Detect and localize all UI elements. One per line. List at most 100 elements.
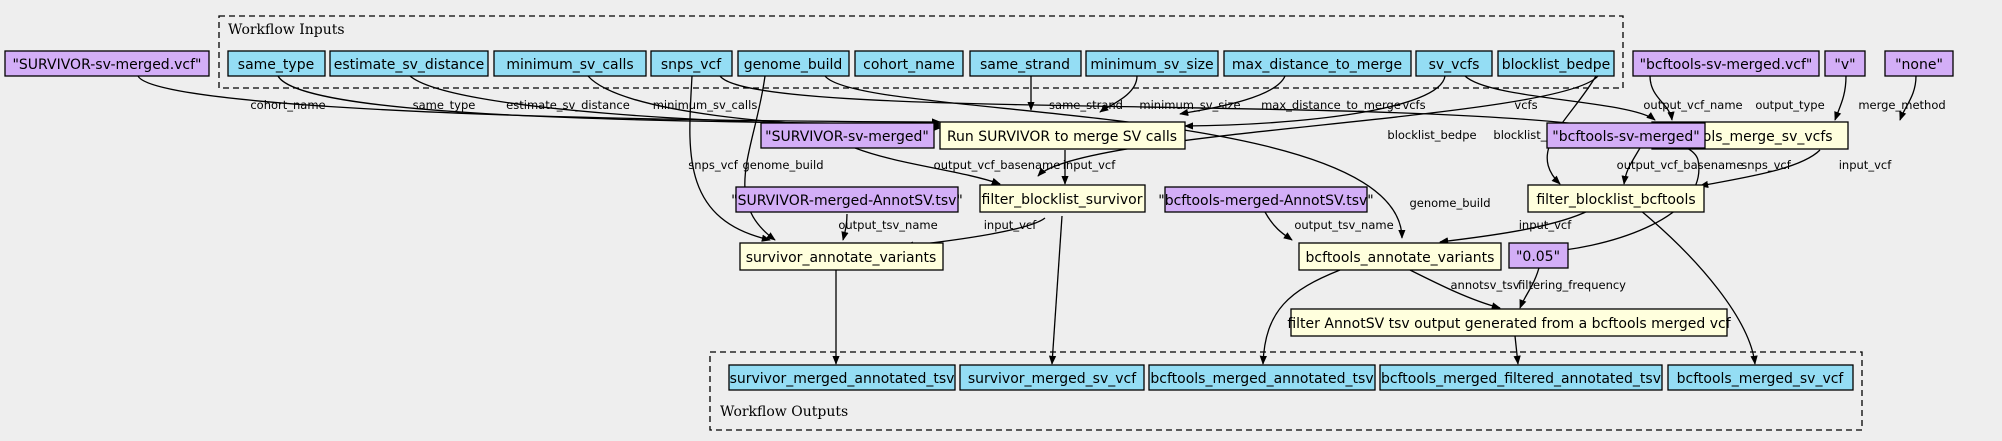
edge-vcfs-bcftools: [1464, 75, 1656, 121]
edge-bcftools-tsv-out: [1259, 269, 1341, 365]
node-output-bcftools-filtered-tsv[interactable]: bcftools_merged_filtered_annotated_tsv: [1379, 364, 1663, 391]
node-input-same-type[interactable]: same_type: [227, 50, 326, 77]
edge-output-tsv-name-bcftools: [1264, 211, 1293, 241]
node-label: filter AnnotSV tsv output generated from…: [1287, 316, 1731, 332]
node-label: same_type: [238, 57, 314, 73]
node-input-blocklist-bedpe[interactable]: blocklist_bedpe: [1497, 50, 1615, 77]
edge-label-input-vcf-annotate-survivor: input_vcf: [984, 218, 1037, 232]
edge-label-blocklist-survivor: blocklist_bedpe: [1387, 128, 1476, 142]
edge-labels: cohort_name same_type estimate_sv_distan…: [250, 98, 1945, 292]
edge-survivor-vcf-out: [1048, 215, 1063, 365]
edge-label-input-vcf-bcftools: input_vcf: [1839, 158, 1892, 172]
edge-minimum-sv-size: [1099, 75, 1138, 113]
edge-label-input-vcf-annotate-bcftools: input_vcf: [1519, 218, 1572, 232]
node-label: filter_blocklist_survivor: [982, 192, 1143, 208]
node-input-max-distance-to-merge[interactable]: max_distance_to_merge: [1223, 50, 1412, 77]
node-label: "SURVIVOR-sv-merged.vcf": [12, 57, 201, 73]
edge-label-output-vcf-name: output_vcf_name: [1643, 98, 1742, 112]
node-label: Run SURVIVOR to merge SV calls: [947, 129, 1177, 145]
edge-bcftools-vcf-out: [1639, 209, 1758, 365]
edge-label-minimum-sv-calls: minimum_sv_calls: [653, 98, 758, 112]
node-input-cohort-name[interactable]: cohort_name: [854, 50, 964, 77]
node-label: bcftools_merged_annotated_tsv: [1150, 371, 1373, 387]
node-label: minimum_sv_calls: [506, 57, 633, 73]
node-step-filter-blocklist-survivor[interactable]: filter_blocklist_survivor: [979, 184, 1146, 213]
node-label: survivor_merged_sv_vcf: [968, 371, 1137, 387]
edge-label-input-vcf-survivor: input_vcf: [1063, 158, 1116, 172]
edge-label-vcfs-bcftools: vcfs: [1514, 98, 1537, 112]
node-constant-bcftools-tsv[interactable]: "bcftools-merged-AnnotSV.tsv": [1158, 186, 1374, 213]
edge-max-distance: [1179, 75, 1286, 116]
edge-annotsv-tsv: [1409, 269, 1501, 310]
edge-merge-method: [1899, 75, 1917, 121]
edge-input-vcf-bcftools: [1699, 149, 1821, 188]
node-label: cohort_name: [863, 57, 955, 73]
edge-vcfs-survivor: [1184, 75, 1446, 130]
edge-genome-build-survivor: [744, 75, 776, 241]
node-constant-bcftools-basename[interactable]: "bcftools-sv-merged": [1546, 122, 1706, 149]
node-output-survivor-sv-vcf[interactable]: survivor_merged_sv_vcf: [959, 364, 1145, 391]
edge-label-output-vcf-basename-survivor: output_vcf_basename: [934, 158, 1061, 172]
node-label: "bcftools-merged-AnnotSV.tsv": [1158, 193, 1373, 209]
edge-label-genome-build-survivor: genome_build: [742, 158, 823, 172]
edge-label-genome-build-bcftools: genome_build: [1409, 196, 1490, 210]
edge-label-cohort-name: cohort_name: [250, 98, 325, 112]
edge-label-output-tsv-name-survivor: output_tsv_name: [838, 218, 937, 232]
node-step-run-survivor[interactable]: Run SURVIVOR to merge SV calls: [939, 121, 1186, 150]
node-label: blocklist_bedpe: [1502, 57, 1611, 73]
node-output-bcftools-annotated-tsv[interactable]: bcftools_merged_annotated_tsv: [1148, 364, 1376, 391]
node-label: genome_build: [744, 57, 843, 73]
node-label: "0.05": [1516, 249, 1560, 265]
edge-output-vcf-basename-survivor: [854, 147, 1001, 185]
node-label: estimate_sv_distance: [334, 57, 485, 73]
edge-label-merge-method: merge_method: [1858, 98, 1945, 112]
node-input-estimate-sv-distance[interactable]: estimate_sv_distance: [329, 50, 489, 77]
node-constant-survivor-tsv[interactable]: "SURVIVOR-merged-AnnotSV.tsv": [731, 186, 963, 213]
node-constant-bcftools-vcf-name[interactable]: "bcftools-sv-merged.vcf": [1632, 50, 1820, 77]
edge-output-vcf-name: [1649, 75, 1675, 121]
edge-label-snps-vcf-survivor: snps_vcf: [688, 158, 738, 172]
node-input-genome-build[interactable]: genome_build: [737, 50, 850, 77]
node-label: "none": [1895, 57, 1943, 73]
edge-filtered-tsv-out: [1513, 335, 1521, 365]
node-input-minimum-sv-calls[interactable]: minimum_sv_calls: [493, 50, 647, 77]
edge-snps-vcf-survivor: [689, 75, 771, 242]
node-input-sv-vcfs[interactable]: sv_vcfs: [1415, 50, 1493, 77]
node-label: "bcftools-sv-merged.vcf": [1640, 57, 1813, 73]
node-label: minimum_sv_size: [1090, 57, 1213, 73]
node-label: max_distance_to_merge: [1232, 57, 1402, 73]
edge-label-annotsv-tsv: annotsv_tsv: [1450, 278, 1519, 292]
node-input-minimum-sv-size[interactable]: minimum_sv_size: [1085, 50, 1219, 77]
edge-output-vcf-basename-bcftools: [1621, 147, 1641, 185]
node-constant-v[interactable]: "v": [1824, 50, 1866, 77]
node-constant-survivor-vcf-name[interactable]: "SURVIVOR-sv-merged.vcf": [4, 50, 210, 77]
node-step-filter-blocklist-bcftools[interactable]: filter_blocklist_bcftools: [1527, 184, 1705, 213]
edge-filtering-frequency: [1519, 263, 1541, 309]
node-label: bcftools_merged_filtered_annotated_tsv: [1381, 371, 1661, 387]
node-label: bcftools_annotate_variants: [1306, 250, 1495, 266]
node-label: survivor_merged_annotated_tsv: [730, 371, 955, 387]
node-constant-filtering-frequency[interactable]: "0.05": [1508, 242, 1569, 269]
edge-label-snps-vcf-bcftools: snps_vcf: [1741, 158, 1791, 172]
node-step-survivor-annotate[interactable]: survivor_annotate_variants: [739, 242, 944, 271]
node-input-snps-vcf[interactable]: snps_vcf: [650, 50, 733, 77]
node-output-survivor-annotated-tsv[interactable]: survivor_merged_annotated_tsv: [728, 364, 956, 391]
edge-label-same-type: same_type: [413, 98, 476, 112]
edge-label-minimum-sv-size: minimum_sv_size: [1139, 98, 1240, 112]
node-output-bcftools-sv-vcf[interactable]: bcftools_merged_sv_vcf: [1667, 364, 1854, 391]
edge-label-estimate-sv-distance: estimate_sv_distance: [506, 98, 630, 112]
node-step-filter-annotsv[interactable]: filter AnnotSV tsv output generated from…: [1287, 308, 1732, 337]
edge-label-max-distance: max_distance_to_merge: [1261, 98, 1401, 112]
node-label: "SURVIVOR-sv-merged": [765, 129, 929, 145]
node-constant-survivor-basename[interactable]: "SURVIVOR-sv-merged": [760, 122, 935, 149]
edge-output-type: [1834, 75, 1847, 121]
node-label: bcftools_merged_sv_vcf: [1677, 371, 1845, 387]
node-step-bcftools-annotate[interactable]: bcftools_annotate_variants: [1298, 242, 1502, 271]
node-label: same_strand: [980, 57, 1070, 73]
node-label: filter_blocklist_bcftools: [1536, 192, 1695, 208]
node-constant-none[interactable]: "none": [1884, 50, 1954, 77]
edge-blocklist-survivor: [1037, 75, 1599, 177]
node-input-same-strand[interactable]: same_strand: [969, 50, 1082, 77]
node-label: "SURVIVOR-merged-AnnotSV.tsv": [731, 193, 963, 209]
workflow-inputs-cluster: Workflow Inputs: [218, 15, 1624, 89]
